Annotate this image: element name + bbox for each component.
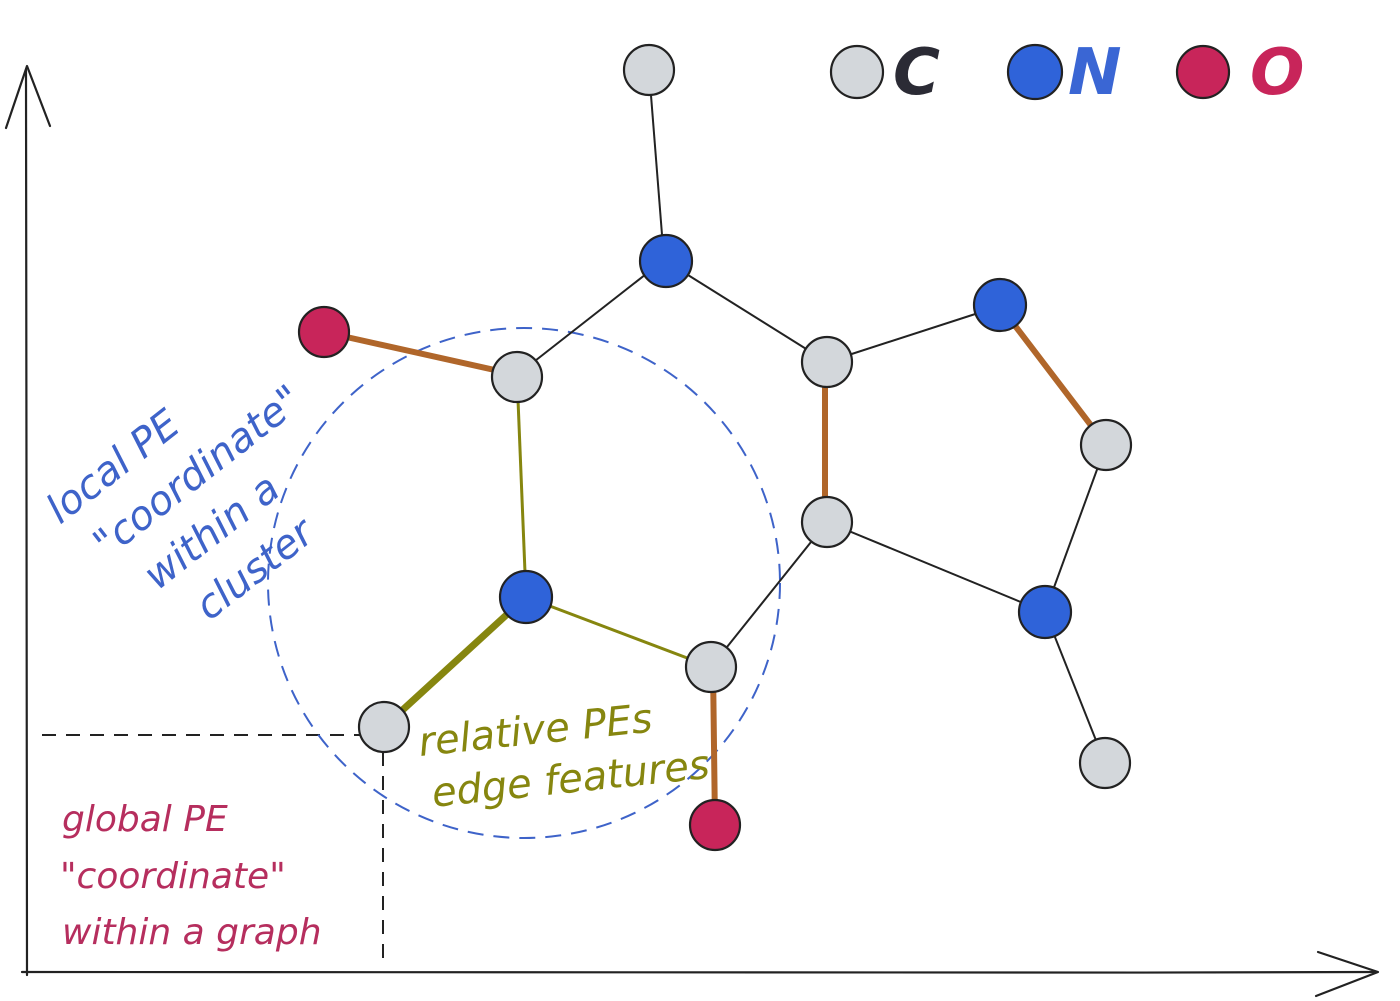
- carbon-atom: [357, 700, 411, 754]
- oxygen-atom: [688, 798, 742, 852]
- carbon-atom: [684, 640, 738, 694]
- global-pe-line-3: within a graph: [62, 912, 322, 953]
- bond: [826, 521, 1046, 613]
- carbon-atom: [622, 43, 676, 97]
- global-pe-line-2: "coordinate": [60, 856, 286, 897]
- carbon-atom: [800, 335, 854, 389]
- bonds: [321, 69, 1109, 828]
- legend: C N O: [829, 36, 1304, 110]
- local-pe-annotation: local PE "coordinate" within a cluster: [38, 376, 325, 629]
- legend-item-carbon: C: [829, 36, 940, 110]
- carbon-atom: [1078, 736, 1132, 790]
- legend-carbon-swatch: [829, 44, 885, 100]
- legend-oxygen-label: O: [1250, 36, 1304, 110]
- nitrogen-atom: [972, 277, 1028, 333]
- atoms: [297, 43, 1133, 852]
- axes: [4, 64, 1380, 998]
- bond: [826, 305, 1001, 363]
- legend-carbon-label: C: [893, 36, 940, 110]
- carbon-atom: [1079, 418, 1133, 472]
- nitrogen-atom: [638, 233, 694, 289]
- y-axis: [24, 68, 29, 977]
- carbon-atom: [490, 350, 544, 404]
- y-axis-arrowhead: [4, 64, 52, 130]
- x-axis-arrowhead: [1314, 950, 1380, 998]
- bond-highlight: [997, 303, 1109, 448]
- legend-nitrogen-swatch: [1006, 43, 1064, 101]
- local-cluster-boundary: [267, 327, 781, 839]
- bond: [648, 69, 665, 261]
- legend-nitrogen-label: N: [1068, 36, 1122, 110]
- bond-relative-thick: [380, 593, 530, 731]
- bond-highlight: [321, 329, 520, 378]
- carbon-atom: [800, 495, 854, 549]
- global-pe-annotation: global PE "coordinate" within a graph: [60, 799, 322, 953]
- nitrogen-atom: [1017, 584, 1073, 640]
- bond-highlight: [710, 664, 718, 828]
- bond-relative: [525, 595, 712, 669]
- bond: [663, 259, 828, 363]
- bond: [710, 521, 828, 668]
- bond: [516, 259, 665, 376]
- relative-pe-annotation: relative PEs edge features: [416, 696, 712, 817]
- legend-item-nitrogen: N: [1006, 36, 1122, 110]
- x-axis: [20, 970, 1378, 974]
- legend-oxygen-swatch: [1175, 44, 1231, 100]
- global-pe-line-1: global PE: [62, 799, 228, 840]
- oxygen-atom: [297, 305, 351, 359]
- bond-relative: [515, 374, 528, 598]
- bond: [1044, 444, 1107, 613]
- nitrogen-atom: [498, 569, 554, 625]
- global-pe-guides: [42, 734, 384, 968]
- legend-item-oxygen: O: [1175, 36, 1304, 110]
